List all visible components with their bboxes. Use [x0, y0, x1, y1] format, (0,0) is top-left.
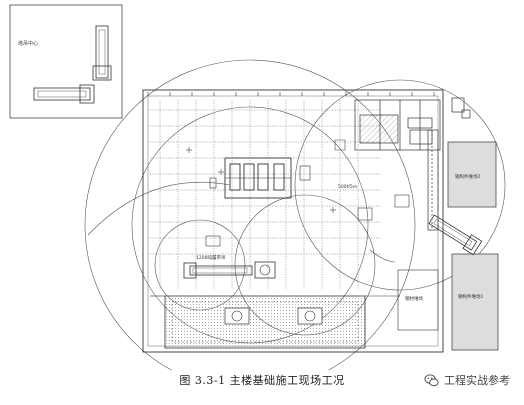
site-features	[186, 139, 410, 263]
stockyard-right-top: 钢构件堆场2	[447, 141, 497, 208]
crane-radius-arcs	[84, 59, 506, 370]
crane-note-2-group: 500t/5m	[338, 184, 357, 190]
figure-caption: 图 3.3-1 主楼基础施工现场工况	[179, 374, 345, 387]
watermark-text: 工程实战参考	[444, 374, 510, 387]
steel-yard: 钢材堆场	[397, 269, 439, 331]
steel-yard-label: 钢材堆场	[405, 295, 423, 302]
upper-right-structure	[354, 97, 471, 231]
inset-detail: 塔吊中心	[9, 4, 123, 119]
crawler-crane-center: 1200吨履带吊	[183, 254, 276, 279]
crane-note-1: 1200吨履带吊	[196, 254, 225, 261]
crane-note-2: 500t/5m	[338, 184, 357, 190]
inset-label: 塔吊中心	[18, 40, 38, 47]
building-core	[209, 157, 311, 199]
stockyard-label-top: 钢构件堆场2	[455, 173, 480, 180]
crawler-crane-right	[428, 214, 483, 256]
stockyard-right-bottom: 钢构件堆场1	[451, 253, 499, 351]
construction-site-plan: 塔吊中心	[9, 4, 506, 370]
structural-grid	[150, 100, 380, 290]
foundation-pit	[150, 295, 400, 349]
wechat-logo-icon	[424, 373, 439, 386]
watermark: 工程实战参考	[424, 372, 510, 388]
stockyard-label-bottom: 钢构件堆场1	[458, 293, 483, 300]
